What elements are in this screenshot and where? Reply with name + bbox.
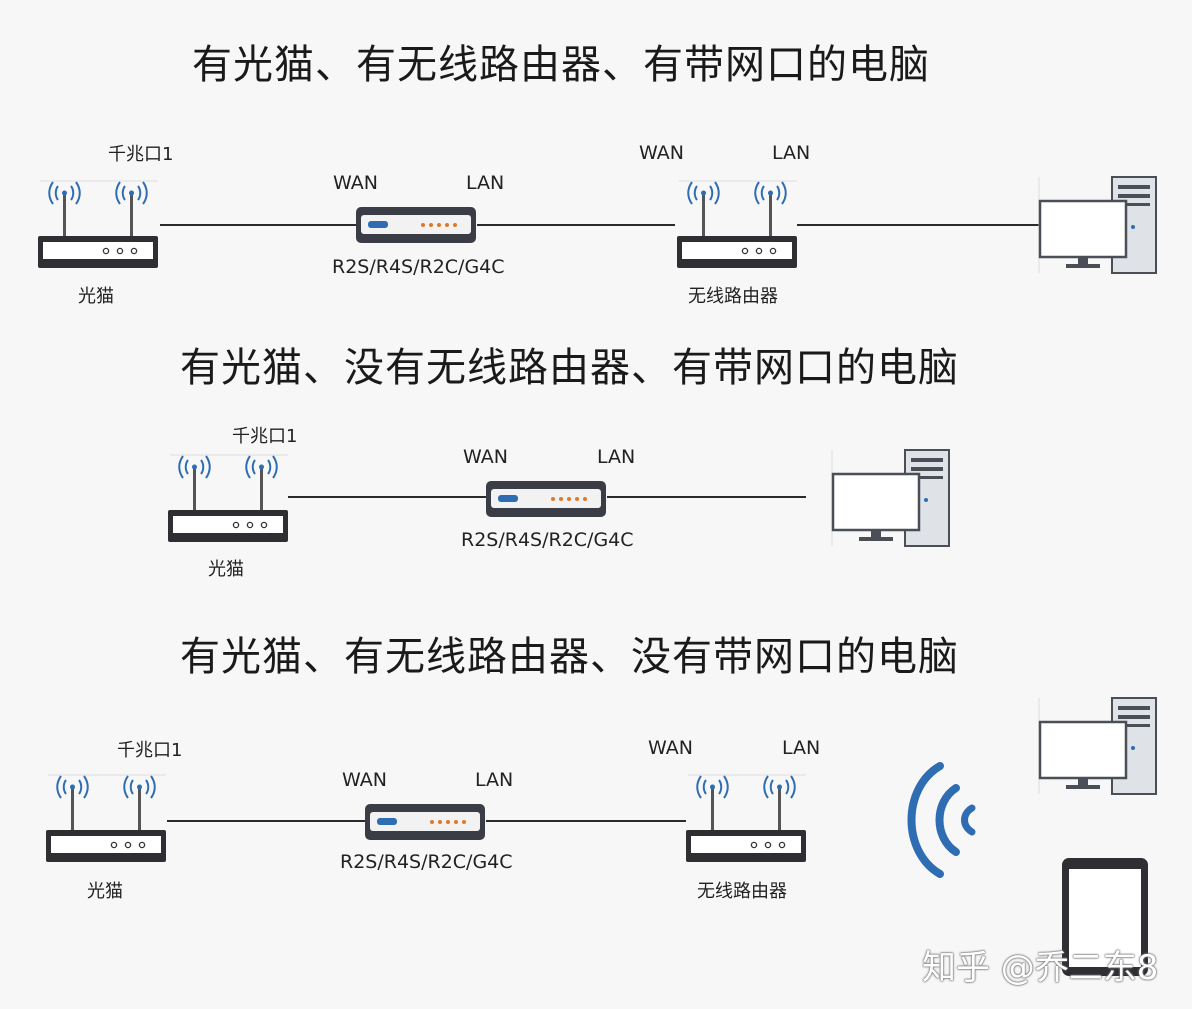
- scenario-3-router-wan: WAN: [648, 737, 693, 759]
- scenario-3-device-lan: LAN: [475, 769, 514, 791]
- scenario-3-cable-modem-device: [167, 820, 367, 822]
- scenario-2-modem-label: 光猫: [208, 559, 244, 580]
- scenario-2-title: 有光猫、没有无线路由器、有带网口的电脑: [180, 345, 959, 391]
- wifi-signal-icon: [907, 762, 976, 878]
- scenario-3-modem-icon: [45, 774, 167, 863]
- scenario-1-cable-modem-device: [160, 224, 358, 226]
- scenario-1-router-wan: WAN: [639, 142, 684, 164]
- scenario-3-router-lan: LAN: [782, 737, 821, 759]
- scenario-1-router-label: 无线路由器: [688, 286, 778, 307]
- scenario-2-device-wan: WAN: [463, 446, 508, 468]
- scenario-1-router-lan: LAN: [772, 142, 811, 164]
- scenario-3-device-wan: WAN: [342, 769, 387, 791]
- tablet-icon: [1062, 858, 1148, 976]
- scenario-3-title: 有光猫、有无线路由器、没有带网口的电脑: [180, 634, 959, 680]
- scenario-1-computer-icon: [1037, 175, 1158, 275]
- scenario-1-device-label: R2S/R4S/R2C/G4C: [332, 256, 505, 278]
- scenario-2-device-label: R2S/R4S/R2C/G4C: [461, 529, 634, 551]
- scenario-1-mini-router-icon: [356, 207, 476, 243]
- scenario-1-cable-device-router: [477, 224, 675, 226]
- scenario-2-modem-icon: [167, 454, 289, 543]
- scenario-2-mini-router-icon: [486, 481, 606, 517]
- watermark: 知乎 @乔二东8: [922, 948, 1159, 988]
- scenario-3-mini-router-icon: [365, 804, 485, 840]
- scenario-1-title: 有光猫、有无线路由器、有带网口的电脑: [192, 42, 930, 88]
- scenario-2-device-lan: LAN: [597, 446, 636, 468]
- scenario-3-device-label: R2S/R4S/R2C/G4C: [340, 851, 513, 873]
- scenario-3-router-label: 无线路由器: [697, 881, 787, 902]
- scenario-2-computer-icon: [830, 448, 951, 548]
- scenario-1-wireless-router-icon: [676, 180, 798, 269]
- scenario-2-cable-device-computer: [607, 496, 806, 498]
- scenario-2-cable-modem-device: [288, 496, 488, 498]
- scenario-1-modem-port: 千兆口1: [108, 144, 174, 165]
- scenario-1-modem-label: 光猫: [78, 286, 114, 307]
- scenario-3-modem-port: 千兆口1: [117, 740, 183, 761]
- scenario-3-modem-label: 光猫: [87, 881, 123, 902]
- scenario-2-modem-port: 千兆口1: [232, 426, 298, 447]
- scenario-1-cable-router-computer: [797, 224, 1040, 226]
- scenario-3-cable-device-router: [486, 820, 686, 822]
- scenario-3-computer-icon: [1037, 696, 1158, 796]
- scenario-1-device-wan: WAN: [333, 172, 378, 194]
- scenario-1-modem-icon: [37, 180, 159, 269]
- scenario-3-wireless-router-icon: [685, 774, 807, 863]
- scenario-1-device-lan: LAN: [466, 172, 505, 194]
